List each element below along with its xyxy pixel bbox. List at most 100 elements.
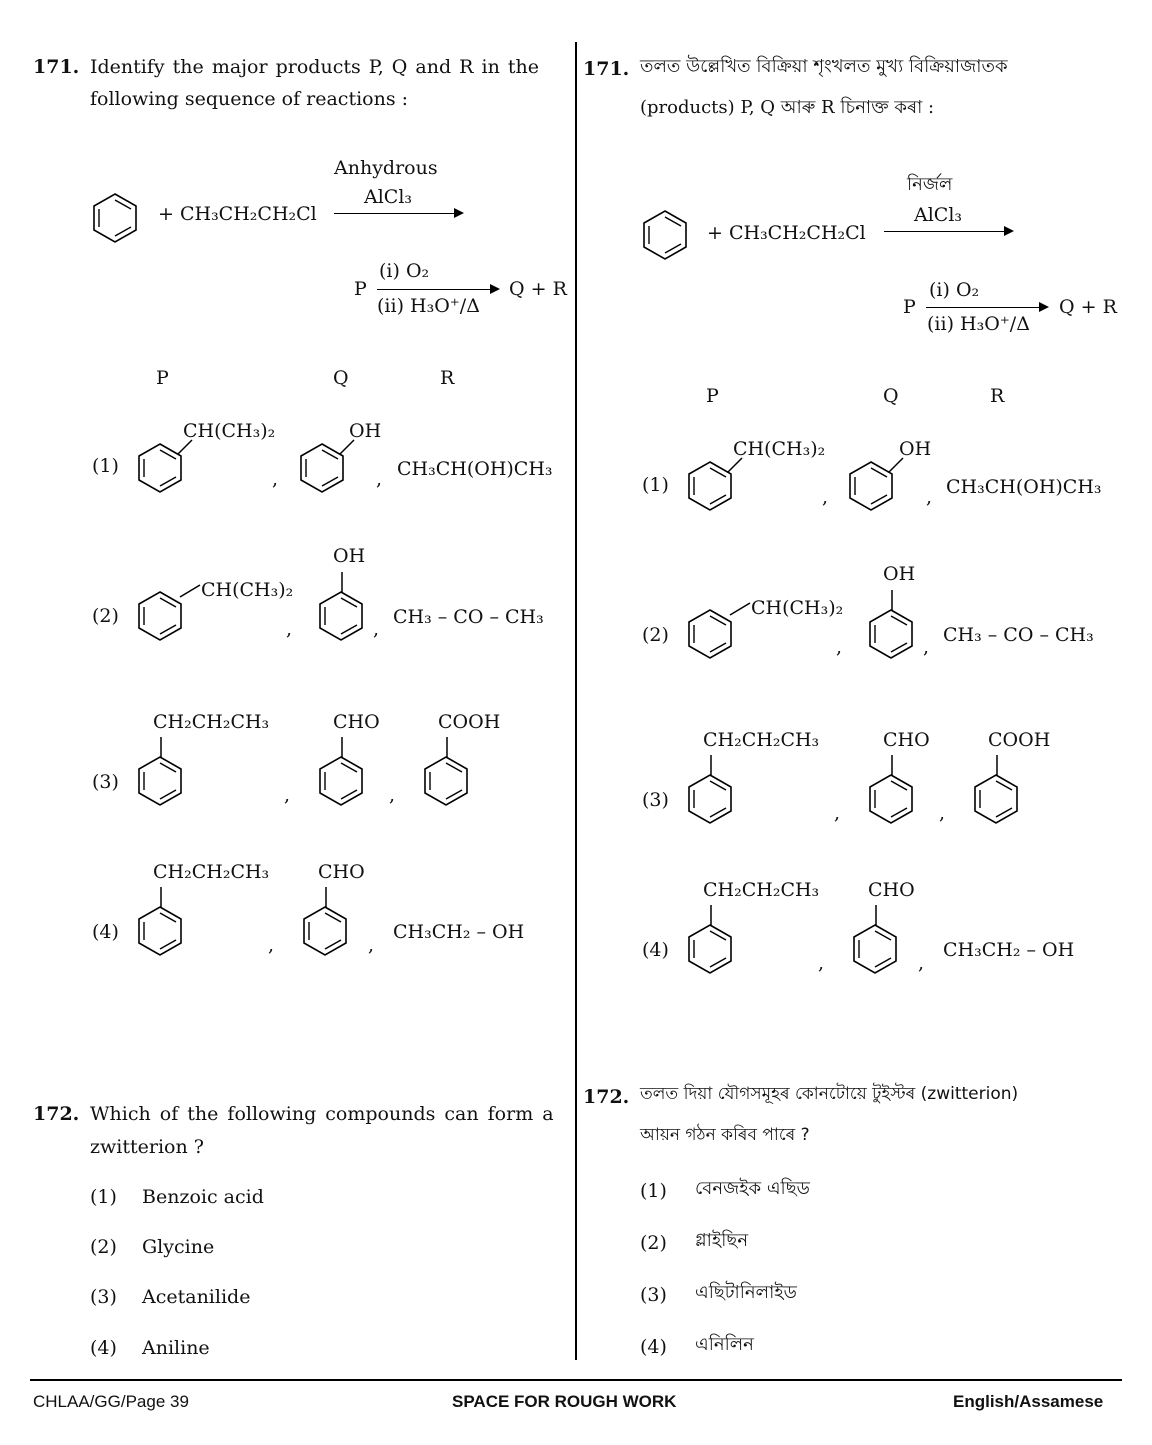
benzene-ring bbox=[853, 924, 897, 974]
product-r: CH₃CH(OH)CH₃ bbox=[946, 476, 1102, 498]
separator: , bbox=[272, 468, 279, 490]
benzene-ring bbox=[688, 924, 732, 974]
bond bbox=[710, 755, 712, 775]
bond bbox=[341, 737, 343, 757]
bond bbox=[996, 755, 998, 775]
question-text: তলত উল্লেখিত বিক্ৰিয়া শৃংখলত মুখ্য বিক্… bbox=[640, 56, 1008, 77]
product-r: CH₃ – CO – CH₃ bbox=[393, 606, 544, 628]
reaction-arrow bbox=[884, 226, 1014, 236]
reagent: + CH₃CH₂CH₂Cl bbox=[158, 203, 317, 225]
separator: , bbox=[376, 468, 383, 490]
option-text: Glycine bbox=[142, 1236, 215, 1258]
bond bbox=[888, 457, 904, 473]
bond bbox=[325, 887, 327, 907]
bond bbox=[341, 572, 343, 592]
option-text: এনিলিন bbox=[695, 1334, 754, 1355]
substituent: CHO bbox=[868, 879, 915, 901]
substituent: CH₂CH₂CH₃ bbox=[153, 711, 270, 733]
bond bbox=[891, 590, 893, 610]
question-text: zwitterion ? bbox=[90, 1136, 204, 1158]
header-q: Q bbox=[883, 385, 899, 407]
option-label: (1) bbox=[90, 1186, 117, 1208]
reaction-arrow bbox=[334, 208, 464, 218]
substituent: COOH bbox=[988, 729, 1051, 751]
separator: , bbox=[822, 486, 829, 508]
step2-reagent-1: (i) O₂ bbox=[929, 279, 980, 301]
option-label: (2) bbox=[640, 1232, 667, 1254]
option-label: (4) bbox=[92, 921, 119, 943]
separator: , bbox=[373, 618, 380, 640]
condition-anhydrous: Anhydrous bbox=[334, 157, 438, 179]
bond bbox=[875, 905, 877, 925]
product-r: CH₃ – CO – CH₃ bbox=[943, 624, 1094, 646]
benzene-ring bbox=[138, 906, 182, 956]
reaction-arrow bbox=[377, 284, 500, 294]
separator: , bbox=[268, 934, 275, 956]
benzene-ring bbox=[319, 591, 363, 641]
substituent: OH bbox=[333, 545, 366, 567]
separator: , bbox=[818, 952, 825, 974]
substituent: CH₂CH₂CH₃ bbox=[153, 861, 270, 883]
bond bbox=[339, 439, 355, 455]
option-text: এছিটানিলাইড bbox=[695, 1282, 797, 1303]
step2-reagent-2: (ii) H₃O⁺/Δ bbox=[927, 313, 1030, 335]
bond bbox=[729, 602, 751, 616]
option-label: (4) bbox=[642, 939, 669, 961]
substituent: CHO bbox=[333, 711, 380, 733]
condition-catalyst: AlCl₃ bbox=[914, 204, 963, 226]
option-label: (3) bbox=[92, 771, 119, 793]
question-text: following sequence of reactions : bbox=[90, 88, 409, 110]
question-number: 171. bbox=[33, 56, 80, 78]
header-r: R bbox=[440, 367, 455, 389]
option-text: Benzoic acid bbox=[142, 1186, 264, 1208]
benzene-ring bbox=[303, 906, 347, 956]
products-q-r: Q + R bbox=[509, 278, 567, 300]
step2-reagent-2: (ii) H₃O⁺/Δ bbox=[377, 295, 480, 317]
option-label: (4) bbox=[640, 1336, 667, 1358]
benzene-ring bbox=[93, 193, 137, 243]
benzene-ring bbox=[974, 774, 1018, 824]
header-r: R bbox=[990, 385, 1005, 407]
substituent: CHO bbox=[883, 729, 930, 751]
bond bbox=[891, 755, 893, 775]
substituent: OH bbox=[349, 420, 382, 442]
step2-reagent-1: (i) O₂ bbox=[379, 260, 430, 282]
bond bbox=[177, 439, 193, 455]
option-label: (2) bbox=[90, 1236, 117, 1258]
option-label: (1) bbox=[92, 455, 119, 477]
question-text: তলত দিয়া যৌগসমূহৰ কোনটোয়ে টুইস্টৰ (zwi… bbox=[640, 1084, 1019, 1104]
option-label: (1) bbox=[642, 474, 669, 496]
question-number: 172. bbox=[583, 1086, 630, 1108]
question-number: 172. bbox=[33, 1103, 80, 1125]
substituent: CH₂CH₂CH₃ bbox=[703, 879, 820, 901]
substituent: COOH bbox=[438, 711, 501, 733]
benzene-ring bbox=[688, 774, 732, 824]
benzene-ring bbox=[869, 609, 913, 659]
footer-rule bbox=[30, 1379, 1122, 1381]
product-p: P bbox=[903, 296, 916, 318]
separator: , bbox=[918, 952, 925, 974]
separator: , bbox=[286, 618, 293, 640]
benzene-ring bbox=[319, 756, 363, 806]
substituent: CH(CH₃)₂ bbox=[201, 579, 294, 601]
product-r: CH₃CH(OH)CH₃ bbox=[397, 458, 553, 480]
substituent: OH bbox=[899, 438, 932, 460]
condition-catalyst: AlCl₃ bbox=[364, 186, 413, 208]
bond bbox=[727, 457, 743, 473]
separator: , bbox=[836, 636, 843, 658]
separator: , bbox=[284, 784, 291, 806]
question-text: Identify the major products P, Q and R i… bbox=[90, 56, 539, 78]
benzene-ring bbox=[643, 210, 687, 260]
option-text: বেনজইক এছিড bbox=[695, 1178, 810, 1199]
benzene-ring bbox=[869, 774, 913, 824]
separator: , bbox=[368, 934, 375, 956]
option-label: (3) bbox=[90, 1286, 117, 1308]
reaction-arrow bbox=[926, 302, 1049, 312]
bond bbox=[179, 584, 201, 598]
page-id: CHLAA/GG/Page 39 bbox=[33, 1392, 189, 1411]
option-label: (4) bbox=[90, 1337, 117, 1359]
question-text: (products) P, Q আৰু R চিনাক্ত কৰা : bbox=[640, 97, 935, 118]
product-r: CH₃CH₂ – OH bbox=[393, 921, 525, 943]
benzene-ring bbox=[138, 756, 182, 806]
question-text: আয়ন গঠন কৰিব পাৰে ? bbox=[640, 1125, 810, 1145]
